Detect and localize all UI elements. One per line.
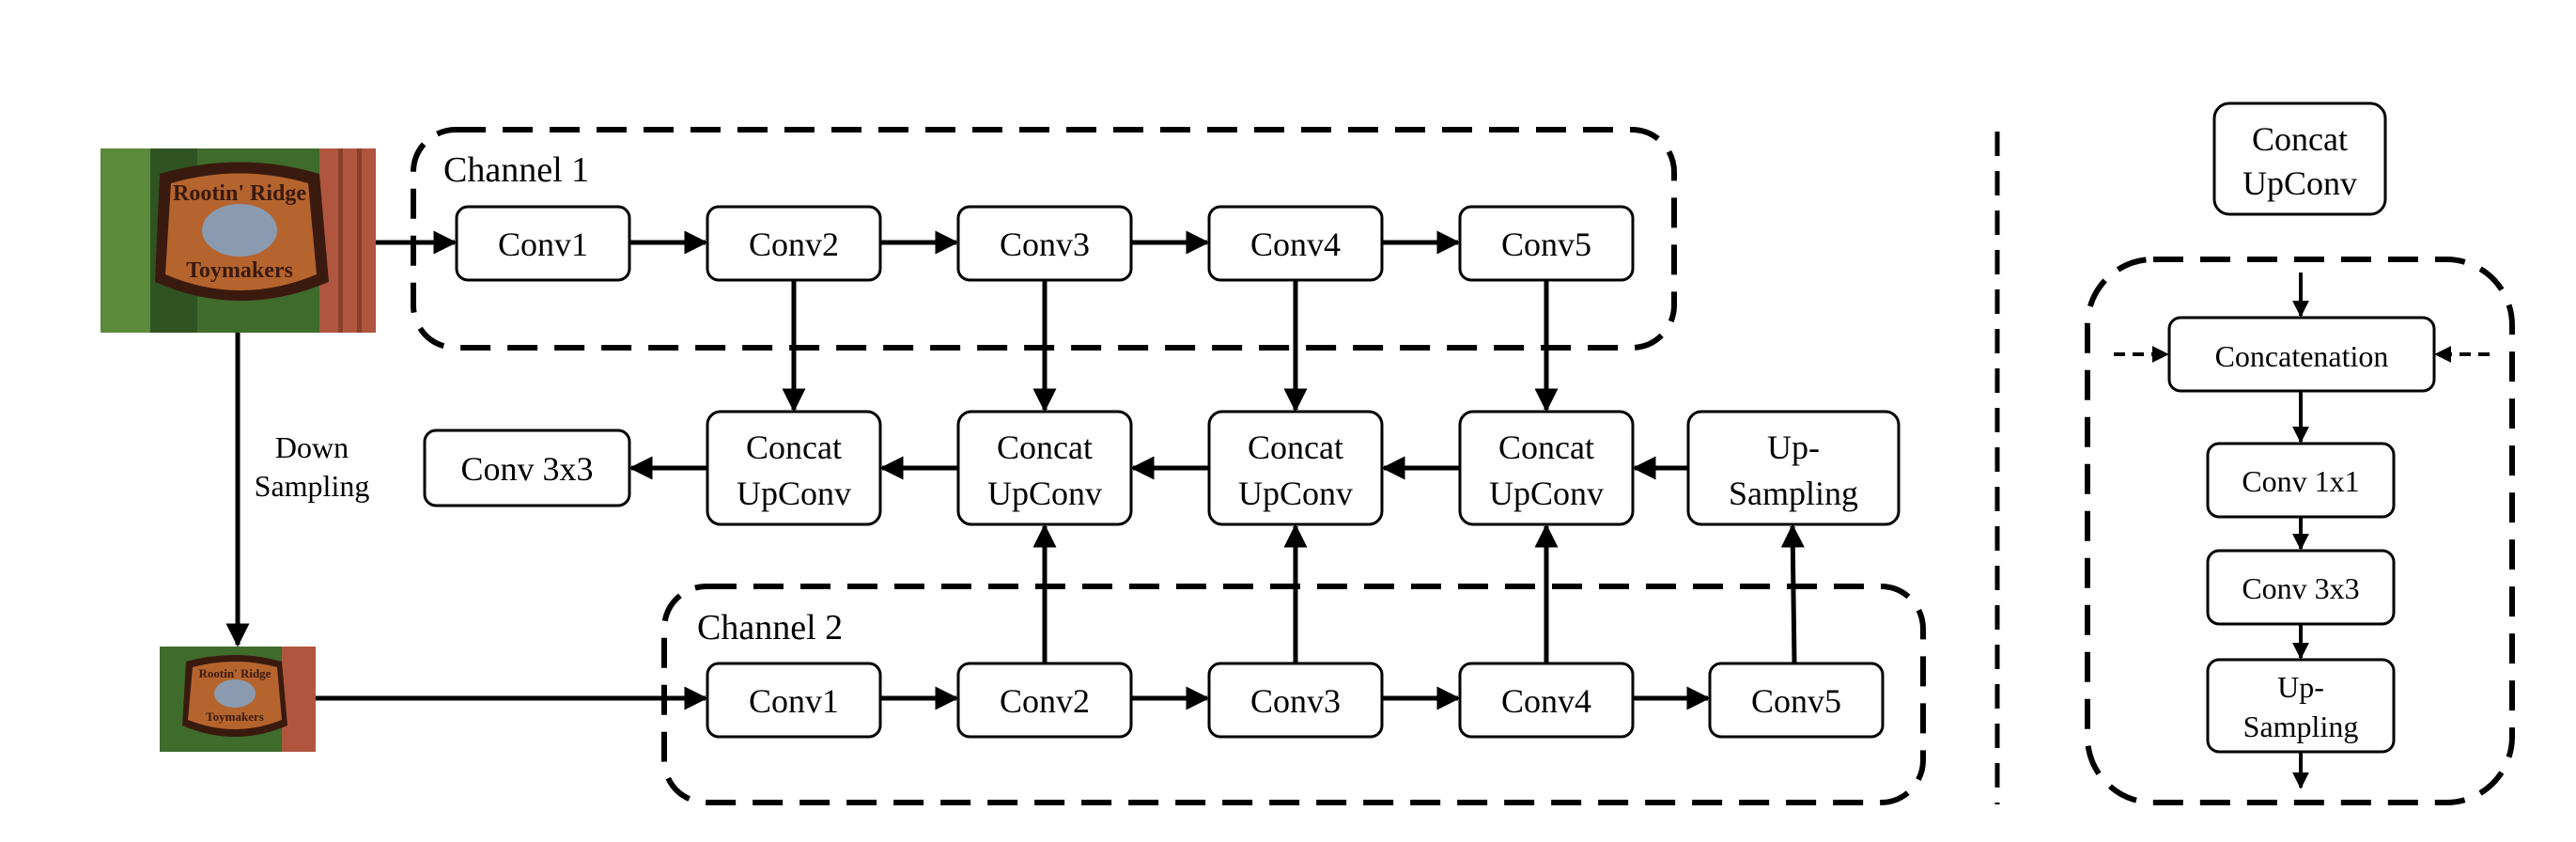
svg-text:UpConv: UpConv bbox=[987, 475, 1102, 512]
down-sampling-label-2: Sampling bbox=[255, 469, 370, 503]
svg-text:UpConv: UpConv bbox=[737, 475, 851, 512]
channel2-conv5: Conv5 bbox=[1708, 662, 1885, 739]
concat-upconv-4: Concat UpConv bbox=[1458, 410, 1635, 526]
armadillo-icon-small bbox=[214, 679, 256, 708]
input-image-large: Rootin' Ridge Toymakers bbox=[101, 148, 376, 333]
svg-text:Conv3: Conv3 bbox=[1000, 226, 1090, 263]
svg-text:Conv4: Conv4 bbox=[1501, 682, 1591, 720]
channel1-conv4: Conv4 bbox=[1207, 205, 1384, 282]
channel1-conv1: Conv1 bbox=[455, 205, 631, 282]
svg-text:Conv2: Conv2 bbox=[1000, 682, 1090, 720]
upsampling-box: Up- Sampling bbox=[1686, 410, 1901, 526]
channel2-conv4: Conv4 bbox=[1458, 662, 1635, 739]
legend-title-box: Concat UpConv bbox=[2212, 101, 2387, 216]
svg-text:UpConv: UpConv bbox=[2242, 164, 2357, 202]
channel2-conv1: Conv1 bbox=[706, 662, 882, 739]
legend-upsampling: Up- Sampling bbox=[2206, 658, 2396, 754]
sign-text-bottom: Toymakers bbox=[186, 258, 293, 283]
concat-upconv-1: Concat UpConv bbox=[706, 410, 882, 526]
svg-text:Conv 1x1: Conv 1x1 bbox=[2242, 464, 2359, 498]
armadillo-icon bbox=[202, 204, 277, 257]
svg-text:Concat: Concat bbox=[746, 429, 842, 466]
svg-text:UpConv: UpConv bbox=[1238, 475, 1353, 512]
svg-text:Concatenation: Concatenation bbox=[2215, 339, 2389, 373]
svg-text:UpConv: UpConv bbox=[1489, 475, 1604, 512]
svg-text:Concat: Concat bbox=[2252, 120, 2348, 158]
legend-concatenation: Concatenation bbox=[2167, 316, 2436, 393]
down-sampling-label-1: Down bbox=[275, 430, 349, 464]
sign-text-bottom-small: Toymakers bbox=[206, 709, 264, 724]
concat-upconv-3: Concat UpConv bbox=[1207, 410, 1384, 526]
channel1-conv5: Conv5 bbox=[1458, 205, 1635, 282]
sign-text-top-small: Rootin' Ridge bbox=[199, 666, 272, 680]
svg-text:Conv4: Conv4 bbox=[1250, 226, 1341, 263]
svg-text:Conv5: Conv5 bbox=[1751, 682, 1841, 720]
channel2-conv2: Conv2 bbox=[956, 662, 1133, 739]
output-conv3x3: Conv 3x3 bbox=[423, 429, 631, 507]
svg-text:Conv2: Conv2 bbox=[749, 226, 839, 263]
channel1-conv2: Conv2 bbox=[706, 205, 882, 282]
legend-conv3x3: Conv 3x3 bbox=[2206, 549, 2396, 626]
channel1-conv3: Conv3 bbox=[956, 205, 1133, 282]
svg-text:Concat: Concat bbox=[1498, 429, 1594, 466]
svg-text:Sampling: Sampling bbox=[2243, 709, 2359, 743]
svg-text:Concat: Concat bbox=[1248, 429, 1343, 466]
legend-container bbox=[2085, 257, 2515, 805]
svg-text:Conv 3x3: Conv 3x3 bbox=[2242, 571, 2359, 605]
channel2-conv3: Conv3 bbox=[1207, 662, 1384, 739]
svg-text:Up-: Up- bbox=[1767, 429, 1820, 466]
svg-text:Conv3: Conv3 bbox=[1250, 682, 1341, 720]
concat-upconv-2: Concat UpConv bbox=[956, 410, 1133, 526]
channel2-label: Channel 2 bbox=[697, 608, 843, 647]
sign-text-top: Rootin' Ridge bbox=[173, 181, 306, 206]
legend-conv1x1: Conv 1x1 bbox=[2206, 442, 2396, 519]
svg-text:Conv1: Conv1 bbox=[498, 226, 588, 263]
svg-text:Up-: Up- bbox=[2277, 670, 2324, 704]
input-image-small: Rootin' Ridge Toymakers bbox=[160, 647, 316, 752]
arrow-ch2c5-up bbox=[1780, 523, 1805, 664]
svg-text:Conv1: Conv1 bbox=[749, 682, 839, 720]
svg-text:Concat: Concat bbox=[997, 429, 1093, 466]
channel1-label: Channel 1 bbox=[443, 150, 589, 190]
svg-text:Sampling: Sampling bbox=[1729, 475, 1858, 512]
svg-text:Conv 3x3: Conv 3x3 bbox=[460, 450, 593, 488]
svg-text:Conv5: Conv5 bbox=[1501, 226, 1591, 263]
